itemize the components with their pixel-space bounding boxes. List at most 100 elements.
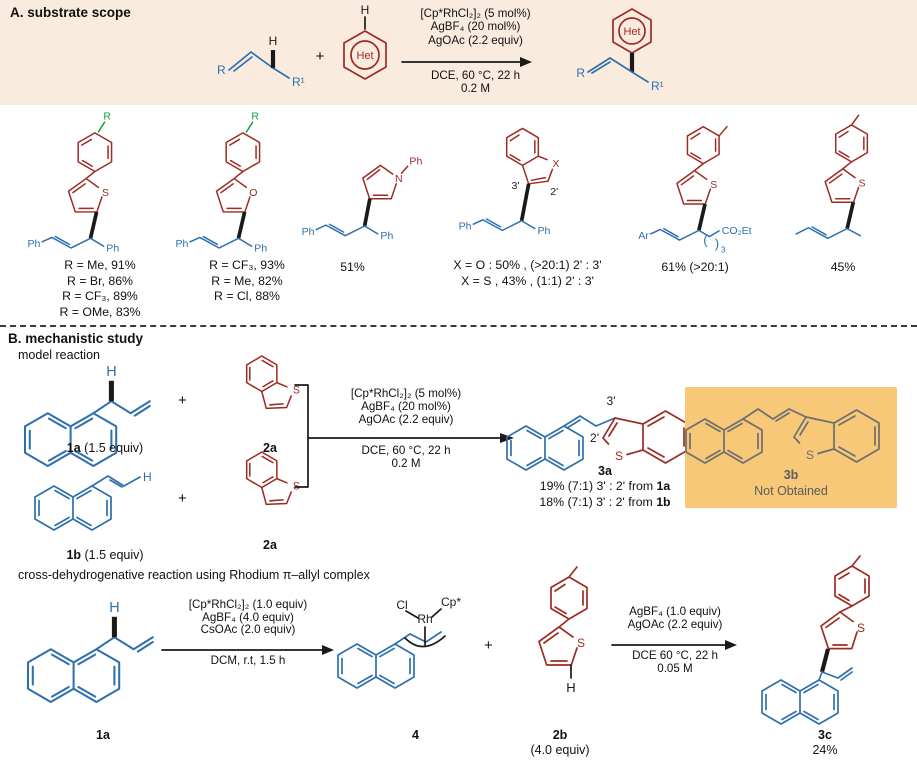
structure-generic-alkene: R R¹ H — [217, 34, 305, 89]
yield-line: R = Br, 86% — [67, 273, 133, 288]
position-3-label: 3' — [512, 180, 520, 192]
chloride-label: Cl — [396, 598, 407, 612]
sulfur-label: S — [857, 621, 865, 635]
compound-ref: 1a — [656, 479, 671, 493]
condition-line: DCE 60 °C, 22 h — [632, 649, 718, 662]
label-2b: 2b — [552, 728, 568, 742]
position-2-label: 2' — [590, 431, 599, 445]
ph-label: Ph — [380, 230, 393, 242]
r1-label: R¹ — [292, 75, 305, 89]
ph-label: Ph — [176, 238, 189, 250]
yields-3a: 19% (7:1) 3' : 2' from 1a 18% (7:1) 3' :… — [480, 479, 730, 510]
yield-line: 45% — [830, 260, 856, 274]
condition-line: AgBF₄ (20 mol%) — [430, 20, 521, 34]
yield-3c: 24% — [812, 743, 838, 757]
condition-line: AgBF₄ (1.0 equiv) — [629, 605, 721, 618]
conditions-a-below: DCE, 60 °C, 22 h 0.2 M — [398, 69, 553, 96]
conditions-a-above: [Cp*RhCl₂]₂ (5 mol%) AgBF₄ (20 mol%) AgO… — [398, 7, 553, 47]
sulfur-label: S — [102, 187, 109, 199]
structure-generic-product: Het R R¹ — [576, 8, 664, 93]
oxygen-label: O — [249, 187, 257, 199]
reaction-arrow-c2 — [611, 640, 737, 650]
ph-label: Ph — [409, 155, 422, 167]
condition-line: [Cp*RhCl₂]₂ (5 mol%) — [420, 7, 531, 20]
rhodium-label: Rh — [417, 612, 432, 626]
conditions-c1-below: DCM, r.t, 1.5 h — [160, 654, 336, 668]
paren-close: ) — [715, 236, 719, 251]
sulfur-label: S — [710, 179, 717, 191]
plus-sign: + — [178, 392, 187, 409]
plus-sign: + — [484, 637, 493, 654]
structure-substrate-pyrrole: N Ph Ph Ph — [302, 155, 423, 242]
yield-line: 18% (7:1) 3' : 2' from 1b — [480, 495, 730, 511]
condition-line: DCE, 60 °C, 22 h — [361, 444, 451, 457]
structure-substrate-furan: R O Ph Ph — [176, 111, 268, 255]
ph-label: Ph — [254, 242, 267, 254]
section-b-subtitle: model reaction — [18, 348, 100, 362]
structure-substrate-ester: S Ar ( ) 3 CO₂Et — [638, 125, 752, 254]
structure-3a: 3' 2' — [506, 394, 689, 471]
het-label: Het — [356, 50, 373, 62]
condition-line: 0.05 M — [657, 661, 693, 675]
cp-star-label: Cp* — [441, 595, 461, 609]
not-obtained-box — [685, 387, 897, 508]
note-2b: (4.0 equiv) — [530, 743, 590, 757]
r-label: R — [217, 63, 226, 77]
reaction-arrow — [401, 57, 532, 67]
condition-line: [Cp*RhCl₂]₂ (1.0 equiv) — [188, 598, 308, 611]
plus-sign: + — [315, 48, 325, 65]
ph-label: Ph — [106, 242, 119, 254]
structure-1b: H — [34, 470, 152, 531]
section-b-title: B. mechanistic study — [8, 331, 144, 346]
label-2a: 2a — [263, 441, 277, 455]
structure-heteroarene: H Het — [343, 3, 387, 80]
label-4: 4 — [412, 728, 419, 742]
yield-line: 19% (7:1) 3' : 2' from 1a — [480, 479, 730, 495]
condition-line: 0.2 M — [461, 82, 490, 96]
position-3-label: 3' — [607, 394, 616, 408]
yields-substrate-5: 61% (>20:1) — [615, 260, 775, 276]
structure-3b — [685, 408, 880, 464]
ph-label: Ph — [302, 226, 315, 238]
x-heteroatom-label: X — [552, 158, 559, 170]
yield-line: R = CF₃, 89% — [62, 289, 138, 303]
r-label: R — [251, 111, 259, 123]
structure-1a-second — [28, 594, 178, 708]
label-1b: 1b (1.5 equiv) — [20, 548, 190, 562]
r1-label: R¹ — [651, 79, 664, 93]
h-label: H — [566, 680, 575, 695]
yield-line: 61% (>20:1) — [661, 260, 729, 274]
compound-id: 1a — [66, 441, 81, 455]
equiv-note: (1.5 equiv) — [80, 441, 144, 455]
structure-substrate-crotyl: S — [795, 114, 869, 240]
condition-line: AgOAc (2.2 equiv) — [428, 33, 523, 47]
structure-substrate-thiophene: R S Ph Ph — [28, 111, 120, 255]
yields-substrate-6: 45% — [773, 260, 913, 276]
condition-line: [Cp*RhCl₂]₂ (5 mol%) — [350, 387, 462, 400]
yield-line: X = O : 50% , (>20:1) 2' : 3' — [453, 258, 602, 272]
r-label: R — [576, 66, 585, 80]
condition-line: AgBF₄ (4.0 equiv) — [202, 610, 294, 624]
ar-label: Ar — [638, 230, 649, 242]
ph-label: Ph — [537, 225, 550, 237]
structure-2b: S H — [538, 566, 588, 695]
yield-text: 18% (7:1) 3' : 2' from — [539, 494, 657, 509]
ester-label: CO₂Et — [722, 225, 752, 237]
condition-line: CsOAc (2.0 equiv) — [200, 623, 296, 636]
label-3c: 3c — [818, 728, 832, 742]
yields-substrate-4: X = O : 50% , (>20:1) 2' : 3' X = S , 43… — [420, 258, 635, 289]
structure-complex-4: Rh Cl Cp* — [337, 595, 461, 689]
status-not-obtained: Not Obtained — [754, 484, 828, 498]
yields-substrate-1: R = Me, 91% R = Br, 86% R = CF₃, 89% R =… — [15, 258, 185, 320]
yields-substrate-2: R = CF₃, 93% R = Me, 82% R = Cl, 88% — [162, 258, 332, 305]
r-label: R — [103, 111, 111, 123]
paren-open: ( — [703, 232, 708, 247]
het-label: Het — [623, 26, 640, 38]
label-3a: 3a — [598, 464, 612, 478]
conditions-b-below: DCE, 60 °C, 22 h 0.2 M — [320, 444, 492, 470]
compound-ref: 1b — [656, 494, 671, 509]
structure-3c: S — [761, 555, 870, 725]
yield-text: 19% (7:1) 3' : 2' from — [539, 479, 657, 493]
h-label: H — [269, 34, 278, 48]
